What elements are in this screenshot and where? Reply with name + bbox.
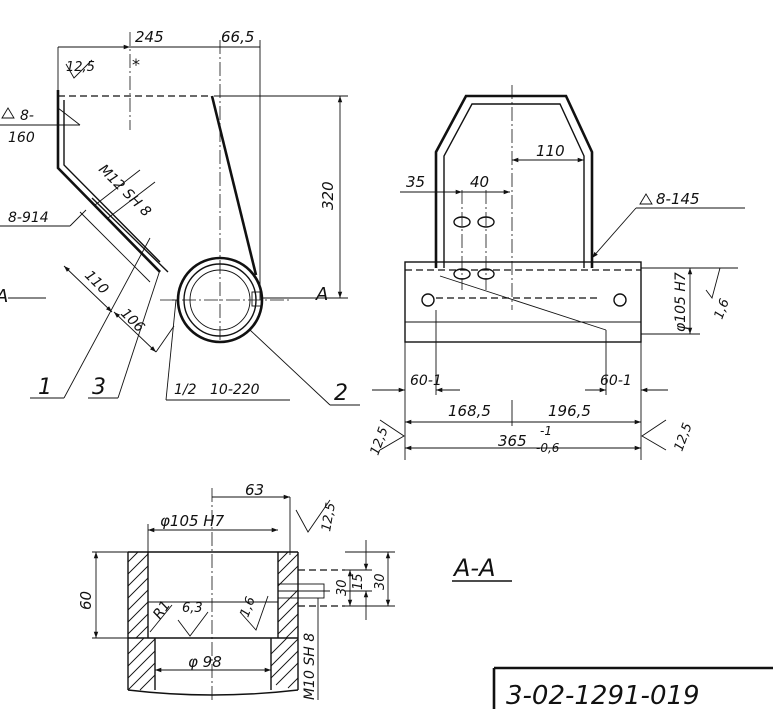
dim-40: 40 (470, 173, 489, 191)
roughness-6-3: 6,3 (182, 601, 203, 616)
hatch-right (270, 551, 299, 689)
dim-98: φ 98 (188, 653, 222, 671)
callout-2: 2 (334, 381, 348, 406)
tol-lower: -0,6 (536, 441, 560, 455)
dim-365: 365 (498, 432, 527, 450)
right-view: 110 35 40 8-145 φ105 H7 1,6 60-1 60-1 (368, 85, 745, 460)
section-label: A-A (452, 554, 496, 582)
dim-168-5: 168,5 (448, 402, 491, 420)
dim-60-right: 60-1 (600, 373, 632, 389)
dim-60-section: 60 (77, 591, 95, 610)
section-mark-left: A (0, 286, 8, 307)
dim-15: 15 (351, 573, 366, 590)
tol-upper: -1 (540, 424, 552, 438)
dim-110-right: 110 (536, 142, 565, 160)
dim-35: 35 (406, 173, 425, 191)
dim-110-left: 110 (81, 268, 111, 298)
weld-left: 8-914 (8, 210, 49, 226)
bore-section: φ105 H7 (160, 512, 225, 530)
section-view: 63 φ105 H7 12,5 60 R1 6,3 1,6 φ 98 M10 S… (77, 481, 512, 700)
left-view: 245 66,5 12,5 * 8- 160 M12 SH 8 8-914 32… (0, 28, 360, 406)
roughness-bore: 1,6 (712, 297, 733, 322)
dim-60-left: 60-1 (410, 373, 442, 389)
dim-196-5: 196,5 (548, 402, 591, 420)
thread-section: M10 SH 8 (302, 633, 318, 700)
callout-3: 3 (92, 375, 106, 400)
dim-30-a: 30 (335, 579, 350, 596)
weld-top-size: 8- (20, 108, 34, 124)
weld-bottom-value: 10-220 (210, 382, 260, 398)
drawing-number: 3-02-1291-019 (506, 681, 700, 709)
section-mark-right: A (315, 284, 328, 305)
dim-66-5: 66,5 (221, 28, 254, 46)
title-block: 3-02-1291-019 (492, 666, 773, 709)
roughness-left: 12,5 (368, 425, 392, 457)
dim-245: 245 (135, 28, 164, 46)
radius-r1: R1 (150, 598, 174, 622)
weld-right: 8-145 (656, 190, 700, 208)
roughness-top: 12,5 (66, 60, 95, 75)
weld-top-length: 160 (8, 130, 35, 146)
callout-1: 1 (38, 375, 52, 400)
hatch-left (127, 551, 156, 691)
roughness-1-6: 1,6 (238, 595, 259, 620)
dim-63: 63 (245, 481, 264, 499)
star-mark: * (132, 55, 140, 74)
roughness-section-top: 12,5 (319, 502, 339, 533)
weld-bottom-ratio: 1/2 (174, 382, 197, 398)
dim-30-b: 30 (373, 573, 388, 590)
bore-right: φ105 H7 (673, 272, 689, 332)
roughness-right: 12,5 (672, 421, 696, 453)
thread-label: M12 SH 8 (95, 162, 154, 221)
dim-106: 106 (117, 306, 147, 336)
dim-320: 320 (319, 181, 337, 210)
